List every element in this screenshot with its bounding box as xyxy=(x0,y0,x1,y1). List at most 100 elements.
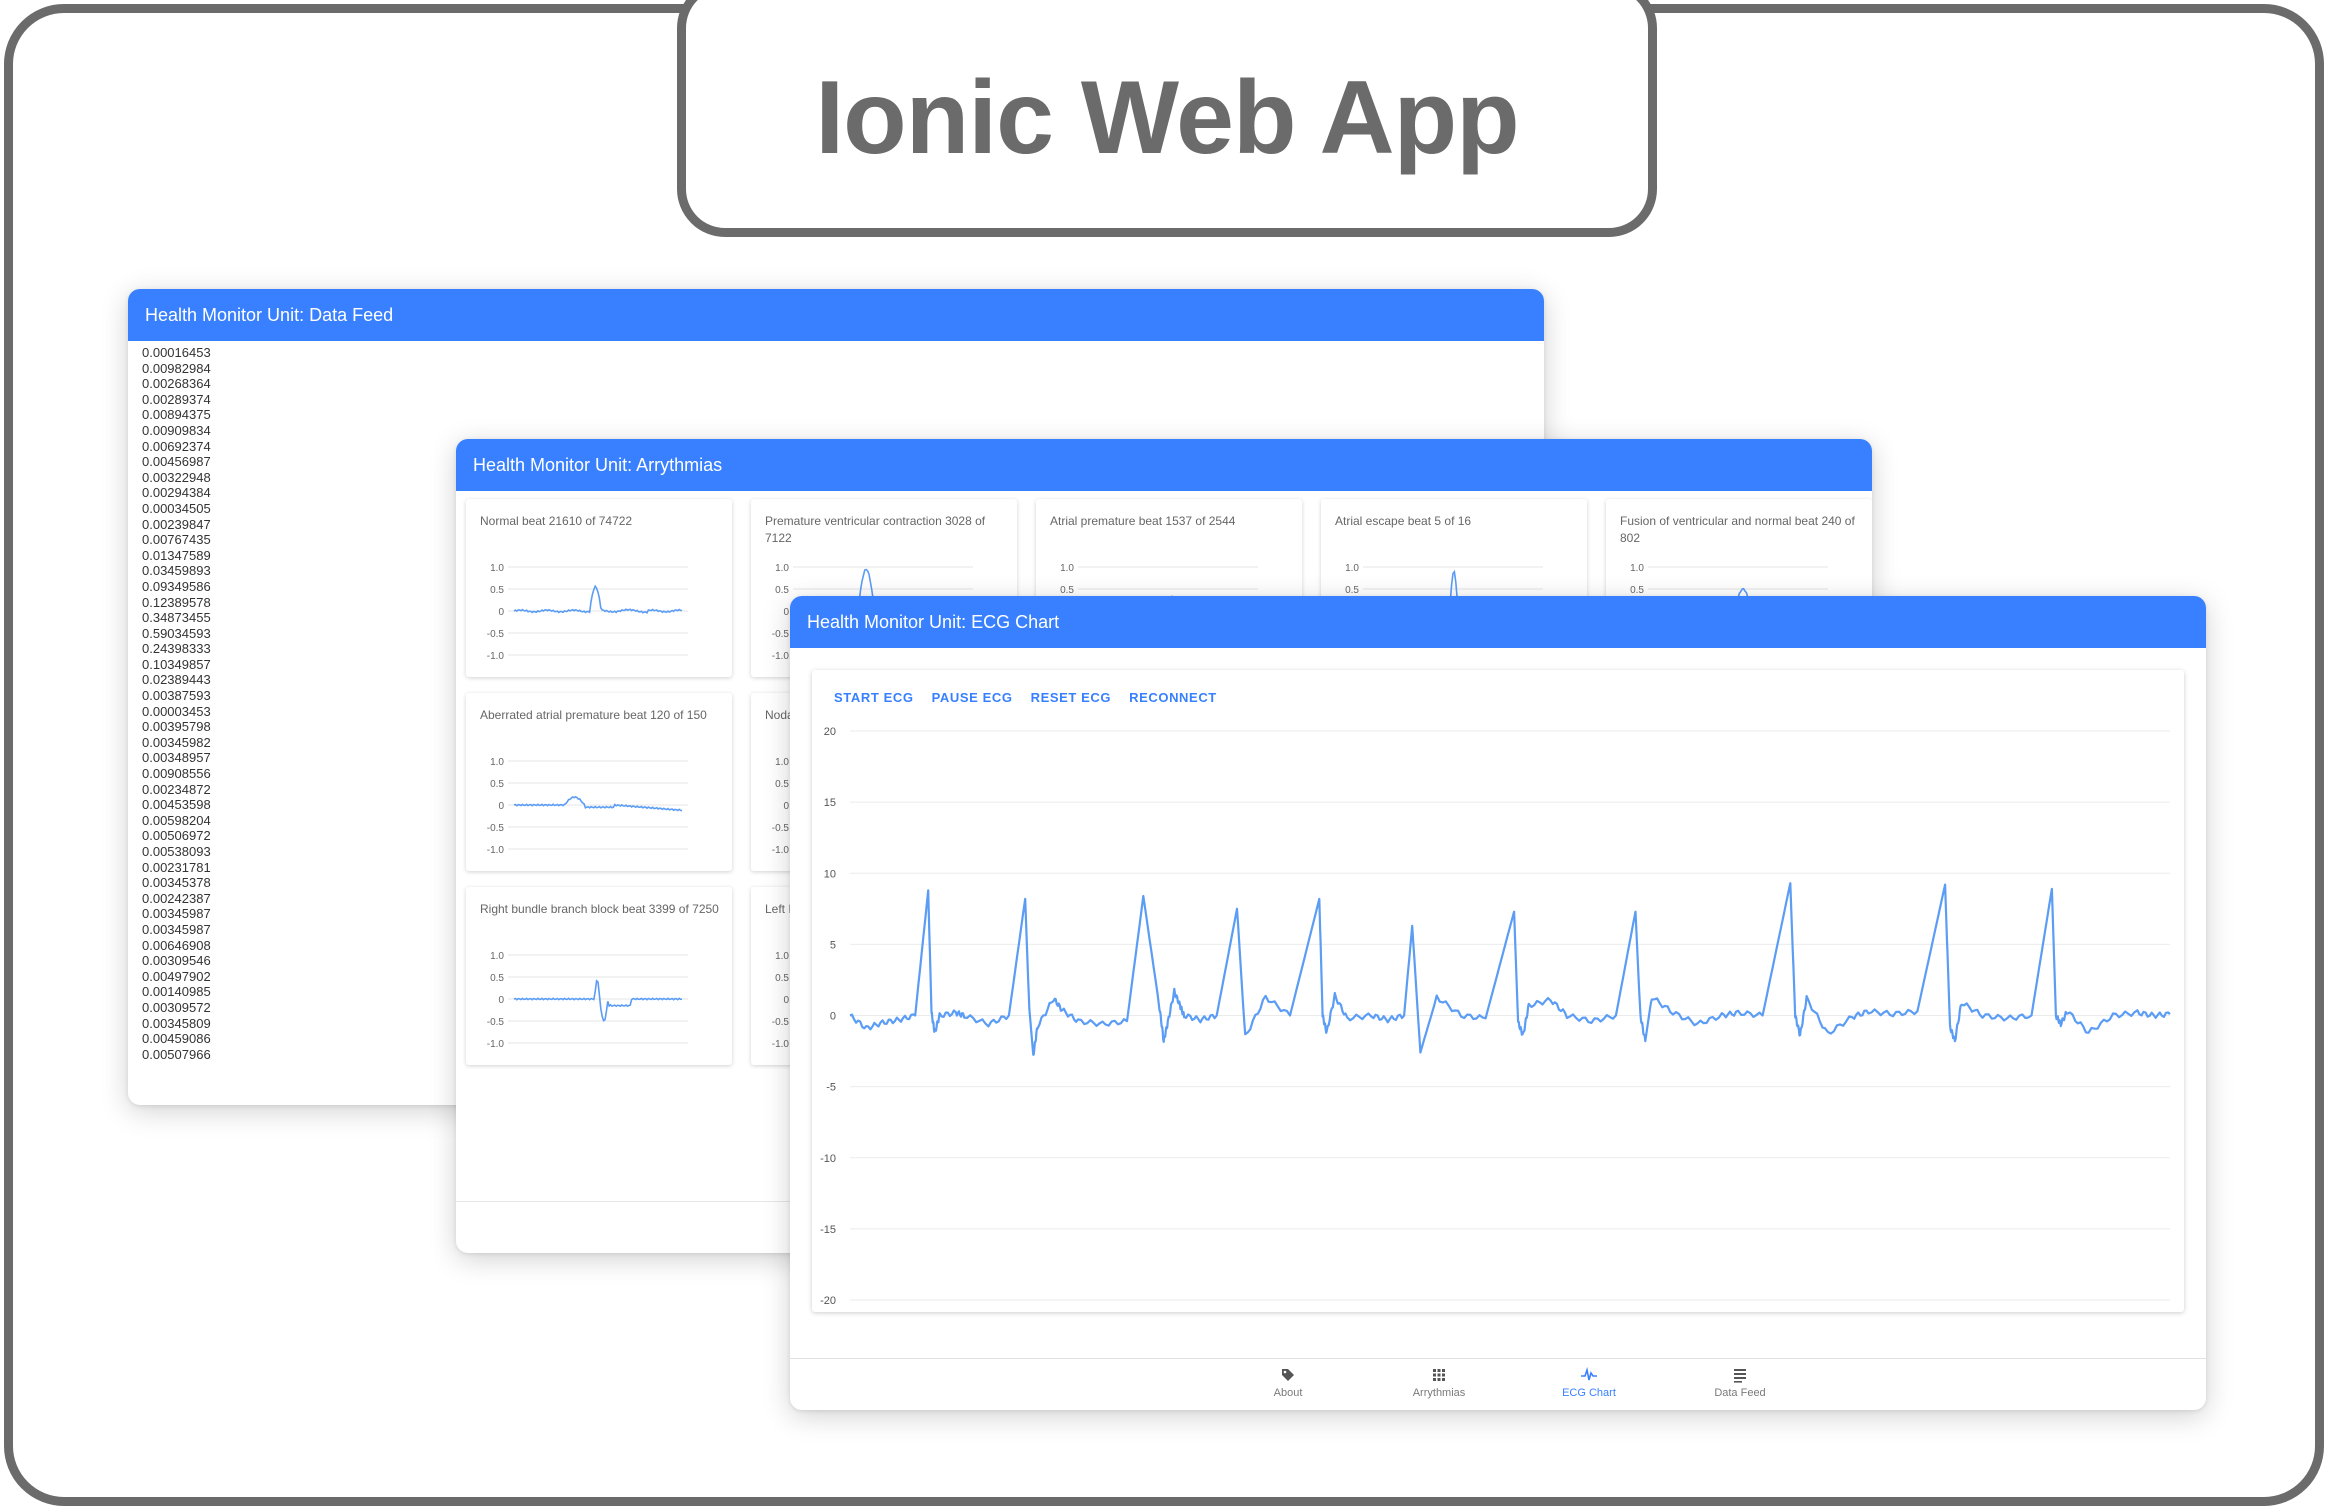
data-feed-value: 0.00345809 xyxy=(142,1015,211,1031)
ecg-y-tick: 10 xyxy=(824,868,836,880)
pulse-icon xyxy=(1529,1366,1649,1387)
arrhythmia-mini-chart: 1.00.50-0.5-1.0 xyxy=(487,951,688,1050)
mini-y-tick: 0 xyxy=(498,995,504,1006)
arrhythmia-card-title: Right bundle branch block beat 3399 of 7… xyxy=(480,902,719,916)
ecg-button-row: START ECG PAUSE ECG RESET ECG RECONNECT xyxy=(834,690,1217,705)
data-feed-value: 0.00348957 xyxy=(142,750,211,766)
start-ecg-button[interactable]: START ECG xyxy=(834,690,914,705)
data-feed-value: 0.00016453 xyxy=(142,345,211,360)
data-feed-value: 0.00345982 xyxy=(142,734,211,750)
data-feed-value: 0.00692374 xyxy=(142,438,211,454)
data-feed-value: 0.00456987 xyxy=(142,454,211,470)
data-feed-value: 0.00239847 xyxy=(142,516,211,532)
mini-y-tick: -0.5 xyxy=(487,629,505,640)
mini-y-tick: -0.5 xyxy=(772,629,790,640)
tab-ecg-chart[interactable]: ECG Chart xyxy=(1529,1366,1649,1399)
tab-arrythmias[interactable]: Arrythmias xyxy=(1379,1367,1499,1399)
ecg-y-tick: 0 xyxy=(830,1011,836,1023)
data-feed-value: 0.02389443 xyxy=(142,672,211,688)
banner-title: Ionic Web App xyxy=(815,60,1519,176)
ecg-y-tick: 15 xyxy=(824,797,836,809)
arrhythmias-header: Health Monitor Unit: Arrythmias xyxy=(456,439,1872,491)
data-feed-value: 0.34873455 xyxy=(142,610,211,626)
data-feed-value: 0.12389578 xyxy=(142,594,211,610)
data-feed-header: Health Monitor Unit: Data Feed xyxy=(128,289,1544,341)
reset-ecg-button[interactable]: RESET ECG xyxy=(1030,690,1112,705)
data-feed-value: 0.00908556 xyxy=(142,766,211,782)
data-feed-value: 0.00242387 xyxy=(142,890,211,906)
arrhythmia-card-title: Atrial premature beat 1537 of 2544 xyxy=(1050,514,1236,528)
data-feed-value: 0.00909834 xyxy=(142,422,211,438)
mini-y-tick: 0.5 xyxy=(490,973,504,984)
arrhythmia-mini-chart: 1.00.50-0.5-1.0 xyxy=(487,757,688,856)
arrhythmias-title: Health Monitor Unit: Arrythmias xyxy=(473,454,723,475)
data-feed-value: 0.01347589 xyxy=(142,547,211,563)
data-feed-value: 0.00598204 xyxy=(142,812,211,828)
tab-about-label: About xyxy=(1273,1387,1303,1399)
ecg-title: Health Monitor Unit: ECG Chart xyxy=(807,611,1060,632)
data-feed-value: 0.24398333 xyxy=(142,641,211,657)
arrhythmia-card-title: Atrial escape beat 5 of 16 xyxy=(1335,514,1472,528)
mini-y-tick: 1.0 xyxy=(490,563,504,574)
data-feed-value: 0.00538093 xyxy=(142,844,211,859)
tab-data-feed[interactable]: Data Feed xyxy=(1680,1367,1800,1399)
data-feed-value: 0.00289374 xyxy=(142,391,211,407)
title-banner: Ionic Web App xyxy=(677,0,1657,237)
ecg-series-line xyxy=(849,882,2171,1056)
tab-data-feed-label: Data Feed xyxy=(1714,1387,1766,1399)
mini-y-tick: -1.0 xyxy=(487,1039,505,1050)
mini-y-tick: 1.0 xyxy=(775,757,789,768)
data-feed-value: 0.00345987 xyxy=(142,921,211,937)
data-feed-value: 0.00982984 xyxy=(142,360,211,376)
arrhythmia-card-title: Normal beat 21610 of 74722 xyxy=(480,514,633,528)
ecg-y-tick: -10 xyxy=(820,1153,836,1165)
tab-ecg-chart-label: ECG Chart xyxy=(1562,1387,1616,1399)
ecg-y-tick: -5 xyxy=(826,1082,836,1094)
mini-y-tick: 0 xyxy=(783,607,789,618)
data-feed-value: 0.59034593 xyxy=(142,625,211,641)
data-feed-value: 0.00268364 xyxy=(142,376,211,392)
mini-y-tick: 0.5 xyxy=(1060,585,1074,596)
mini-y-tick: 0.5 xyxy=(775,973,789,984)
ecg-y-tick: -20 xyxy=(820,1295,836,1307)
arrhythmia-card-title: Premature ventricular contraction 3028 o… xyxy=(765,514,986,545)
mini-y-tick: 0.5 xyxy=(775,585,789,596)
data-feed-value: 0.00459086 xyxy=(142,1031,211,1047)
reconnect-button[interactable]: RECONNECT xyxy=(1129,690,1217,705)
mini-y-tick: 0.5 xyxy=(775,779,789,790)
data-feed-value: 0.00387593 xyxy=(142,688,211,704)
data-feed-value: 0.00309572 xyxy=(142,999,211,1015)
mini-y-tick: 1.0 xyxy=(490,951,504,962)
mini-y-tick: 0.5 xyxy=(490,779,504,790)
mini-y-tick: 0 xyxy=(783,801,789,812)
data-feed-value: 0.00507966 xyxy=(142,1046,211,1062)
mini-y-tick: 1.0 xyxy=(775,563,789,574)
data-feed-value: 0.00767435 xyxy=(142,532,211,548)
data-feed-value: 0.00234872 xyxy=(142,781,211,797)
mini-y-tick: 0 xyxy=(498,801,504,812)
ecg-y-tick: 20 xyxy=(824,726,836,738)
mini-y-tick: -1.0 xyxy=(772,1039,790,1050)
mini-y-tick: 0 xyxy=(783,995,789,1006)
mini-y-tick: 1.0 xyxy=(1345,563,1359,574)
data-feed-value: 0.00345987 xyxy=(142,906,211,922)
mini-y-tick: -0.5 xyxy=(772,1017,790,1028)
tab-about[interactable]: About xyxy=(1228,1367,1348,1399)
arrhythmia-card-title: Noda xyxy=(765,708,794,722)
pause-ecg-button[interactable]: PAUSE ECG xyxy=(931,690,1013,705)
arrhythmia-card-title: Aberrated atrial premature beat 120 of 1… xyxy=(480,708,707,722)
mini-y-tick: 1.0 xyxy=(1060,563,1074,574)
tab-bar: About Arrythmias ECG Chart Data Feed xyxy=(790,1358,2206,1410)
data-feed-value: 0.00345378 xyxy=(142,875,211,891)
mini-y-tick: 1.0 xyxy=(775,951,789,962)
mini-y-tick: -1.0 xyxy=(772,651,790,662)
tab-arrythmias-label: Arrythmias xyxy=(1412,1387,1466,1399)
data-feed-value: 0.00395798 xyxy=(142,719,211,735)
data-feed-value: 0.00497902 xyxy=(142,968,211,984)
data-feed-title: Health Monitor Unit: Data Feed xyxy=(145,304,394,325)
mini-y-tick: -0.5 xyxy=(772,823,790,834)
